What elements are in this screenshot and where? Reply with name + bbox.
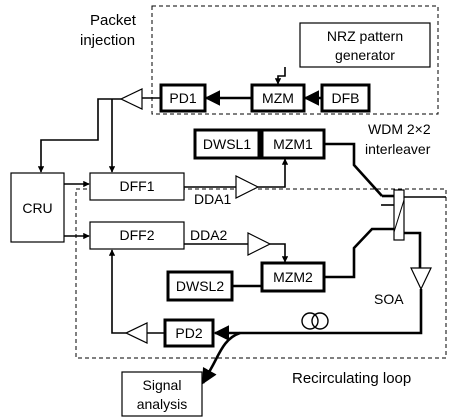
dda1-amplifier-icon	[235, 175, 260, 199]
dwsl2-label: DWSL2	[176, 278, 224, 294]
dda1-label: DDA1	[194, 191, 232, 207]
dff2-label: DFF2	[120, 227, 155, 243]
pd2-label: PD2	[175, 325, 202, 341]
mzm-label: MZM	[262, 90, 294, 106]
soa-label: SOA	[374, 291, 404, 307]
dff2-box	[89, 221, 185, 250]
packet-injection-label-line2: injection	[80, 32, 135, 49]
mzm2-box	[260, 261, 326, 293]
nrz-generator-box	[299, 22, 431, 68]
recirculating-loop-label: Recirculating loop	[292, 370, 411, 387]
signal-analysis-box	[121, 371, 203, 417]
signal-analysis-tap-fiber	[201, 331, 241, 385]
nrz-generator-line2: generator	[335, 47, 395, 63]
dwsl1-label: DWSL1	[203, 136, 251, 152]
dfb-label: DFB	[332, 90, 360, 106]
wdm-label-line1: WDM 2×2	[368, 121, 431, 137]
signal-analysis-line1: Signal	[143, 377, 182, 393]
mzm2-to-wdm-fiber	[324, 227, 394, 279]
soa-amplifier-icon	[410, 267, 432, 291]
wdm-to-soa-fiber	[404, 231, 422, 268]
dda2-amplifier-icon	[247, 232, 272, 256]
pd2-amplifier-icon	[124, 322, 148, 344]
packet-injection-region	[151, 5, 439, 115]
packet-injection-label-line1: Packet	[90, 12, 137, 29]
pd1-label: PD1	[169, 90, 196, 106]
dff1-label: DFF1	[120, 178, 155, 194]
nrz-to-mzm-wire	[274, 67, 286, 85]
mzm1-to-wdm-fiber	[324, 142, 383, 197]
mzm1-label: MZM1	[273, 136, 313, 152]
nrz-generator-line1: NRZ pattern	[327, 28, 403, 44]
dwsl2-box	[166, 270, 234, 302]
recirculating-loop-region	[75, 188, 447, 359]
dda2-to-mzm2-wire	[270, 243, 289, 263]
soa-loop-fiber	[290, 289, 423, 335]
amp2-to-dff2-wire	[108, 249, 126, 334]
cru-box	[10, 172, 65, 243]
mzm2-label: MZM2	[273, 269, 313, 285]
wdm-internal-diagonal	[393, 199, 405, 233]
amp1-to-cru-wire	[37, 98, 121, 173]
pd2-box	[163, 318, 215, 348]
fiber-spool-icon	[301, 312, 319, 330]
dda2-label: DDA2	[190, 227, 228, 243]
dda1-to-mzm1-wire	[258, 158, 289, 188]
wdm-label-line2: interleaver	[365, 141, 431, 157]
dff1-box	[89, 172, 185, 201]
fiber-spool-icon-2	[311, 312, 329, 330]
cru-label: CRU	[22, 200, 52, 216]
pd1-amplifier-icon	[119, 88, 143, 110]
signal-analysis-line2: analysis	[137, 396, 188, 412]
